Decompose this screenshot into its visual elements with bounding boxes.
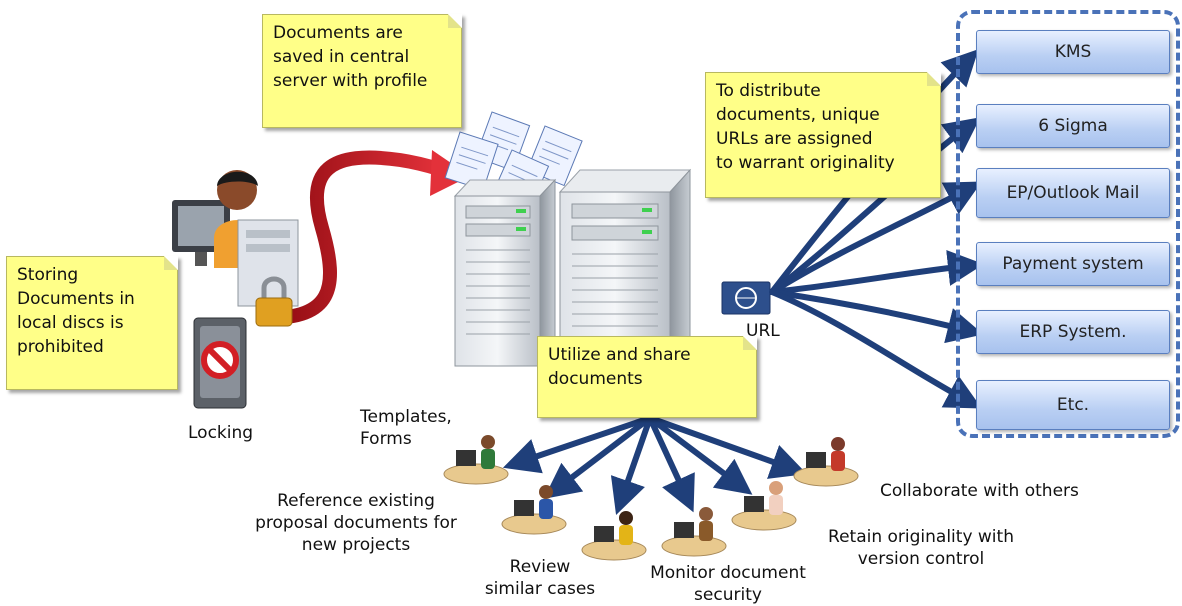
url-card-icon — [721, 281, 771, 315]
worker-desk-icon — [501, 485, 567, 535]
system-erp: ERP System. — [976, 310, 1170, 354]
note-central-server: Documents are saved in central server wi… — [262, 14, 462, 128]
padlock-icon — [255, 276, 293, 327]
prohibited-drive-icon — [193, 317, 247, 409]
templates-label: Templates, Forms — [360, 407, 452, 449]
user-pc-icon — [172, 170, 299, 307]
note-local-discs-text: Storing Documents in local discs is proh… — [17, 265, 135, 357]
url-label: URL — [746, 321, 780, 341]
worker-desks — [443, 435, 859, 561]
system-payment: Payment system — [976, 242, 1170, 286]
locking-label: Locking — [188, 423, 254, 443]
note-distribute-urls: To distribute documents, unique URLs are… — [705, 72, 941, 198]
worker-desk-icon — [731, 481, 797, 531]
retain-label: Retain originality with version control — [828, 527, 1014, 569]
system-ep-outlook-mail: EP/Outlook Mail — [976, 168, 1170, 218]
note-utilize-share: Utilize and share documents — [537, 336, 757, 418]
worker-desk-icon — [661, 507, 727, 557]
reference-label: Reference existing proposal documents fo… — [255, 491, 457, 555]
monitor-label: Monitor document security — [650, 563, 806, 605]
system-etc: Etc. — [976, 380, 1170, 430]
worker-desk-icon — [793, 437, 859, 487]
note-central-server-text: Documents are saved in central server wi… — [273, 23, 428, 91]
note-utilize-share-text: Utilize and share documents — [548, 345, 691, 389]
worker-desk-icon — [443, 435, 509, 485]
note-local-discs: Storing Documents in local discs is proh… — [6, 256, 178, 390]
system-6-sigma: 6 Sigma — [976, 104, 1170, 148]
usage-arrows — [502, 415, 807, 515]
review-label: Review similar cases — [484, 557, 596, 599]
collaborate-label: Collaborate with others — [880, 481, 1079, 501]
system-kms: KMS — [976, 30, 1170, 74]
central-server-icon — [453, 168, 692, 374]
connected-systems-group — [956, 10, 1180, 438]
worker-desk-icon — [581, 511, 647, 561]
note-distribute-urls-text: To distribute documents, unique URLs are… — [716, 81, 895, 173]
